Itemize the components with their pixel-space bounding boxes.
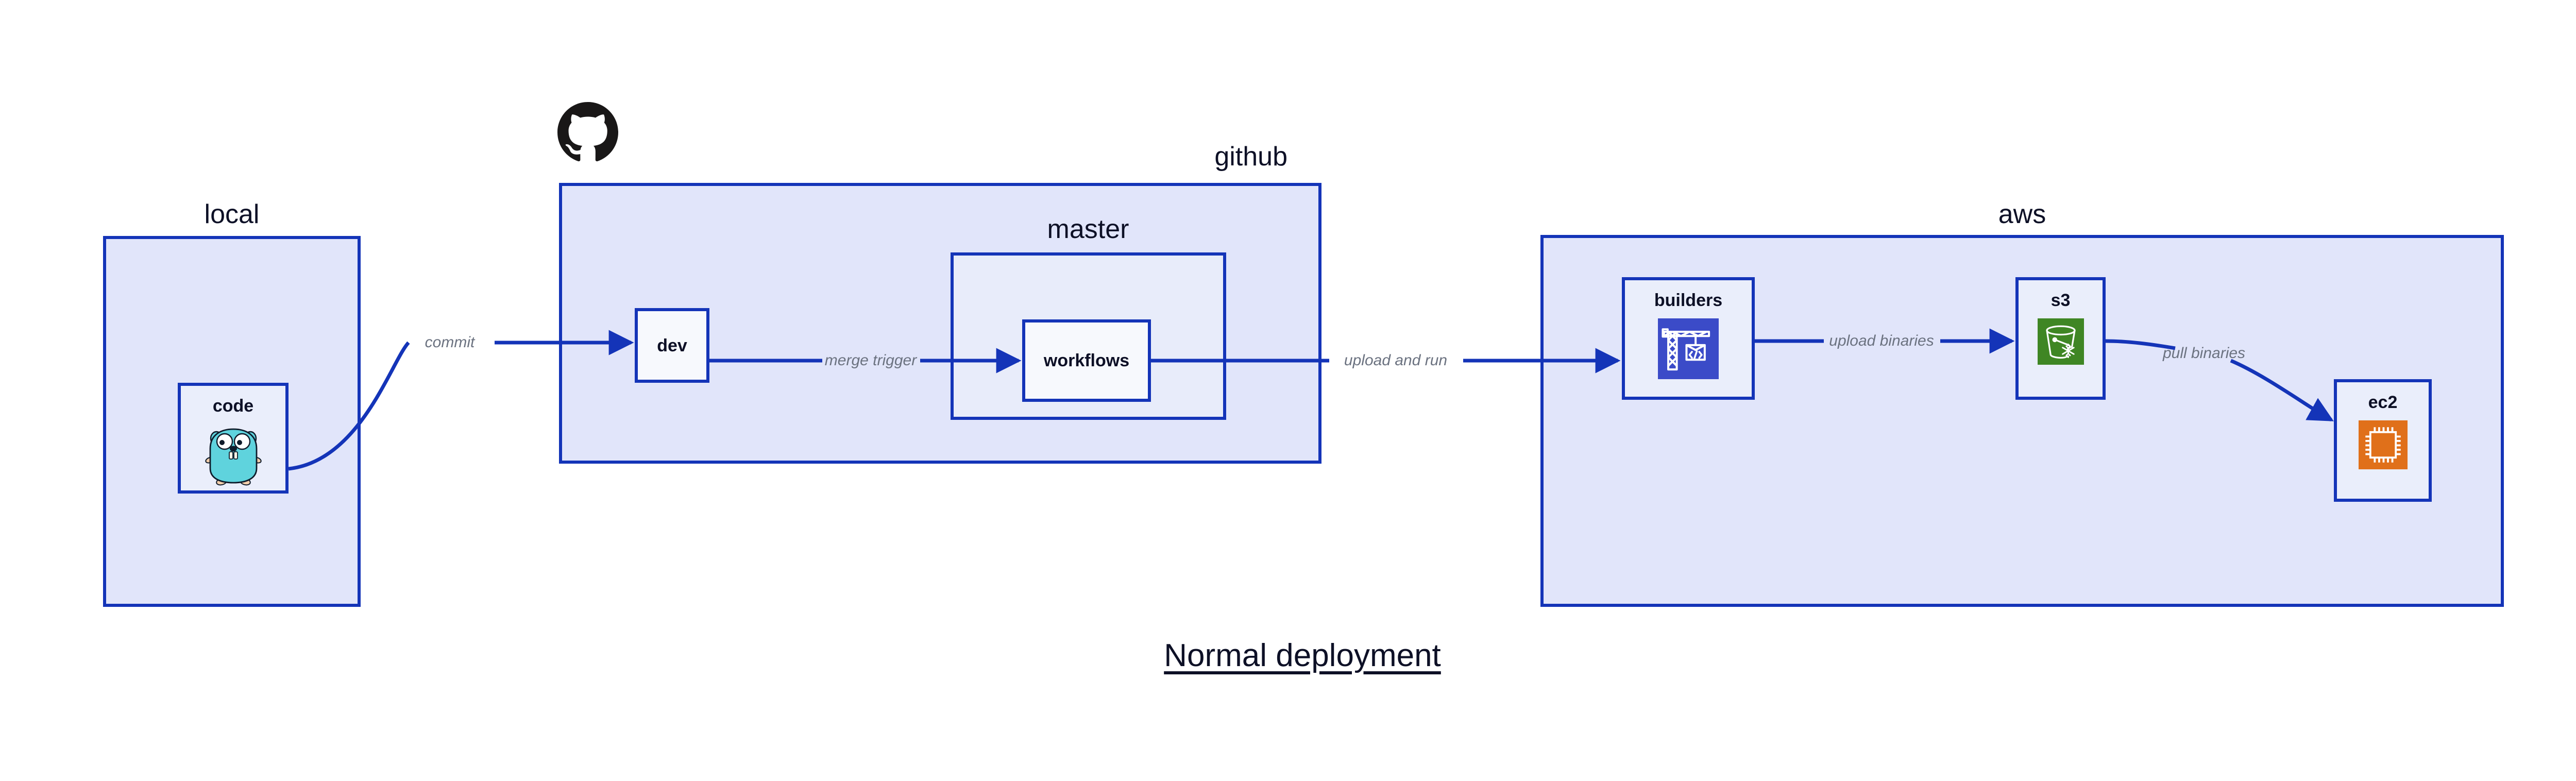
- node-builders[interactable]: builders: [1622, 277, 1755, 400]
- node-label-code: code: [212, 396, 254, 416]
- group-label-local: local: [204, 199, 260, 229]
- node-s3[interactable]: s3: [2015, 277, 2106, 400]
- github-octocat-logo: [557, 102, 618, 163]
- group-label-master: master: [1047, 214, 1129, 244]
- node-label-dev: dev: [657, 335, 687, 355]
- node-label-ec2: ec2: [2368, 393, 2398, 412]
- node-label-workflows: workflows: [1043, 351, 1130, 370]
- crane-code-icon: [1658, 318, 1719, 379]
- group-label-aws: aws: [1998, 199, 2046, 229]
- edge-label-upload-binaries: upload binaries: [1829, 332, 1934, 349]
- node-label-builders: builders: [1654, 291, 1723, 310]
- edge-label-merge-trigger: merge trigger: [824, 352, 917, 369]
- s3-bucket-icon: [2037, 318, 2084, 365]
- node-code[interactable]: code: [178, 383, 289, 494]
- go-gopher-icon: [205, 424, 262, 486]
- group-label-github: github: [1214, 142, 1287, 172]
- node-ec2[interactable]: ec2: [2334, 379, 2432, 502]
- edge-label-pull-binaries: pull binaries: [2162, 345, 2246, 362]
- node-label-s3: s3: [2050, 291, 2071, 310]
- edge-label-upload-and-run: upload and run: [1344, 352, 1448, 369]
- diagram-caption: Normal deployment: [1164, 638, 1441, 673]
- edge-label-commit: commit: [425, 334, 475, 351]
- node-dev[interactable]: dev: [635, 308, 709, 383]
- node-workflows[interactable]: workflows: [1022, 319, 1151, 402]
- ec2-chip-icon: [2358, 420, 2408, 469]
